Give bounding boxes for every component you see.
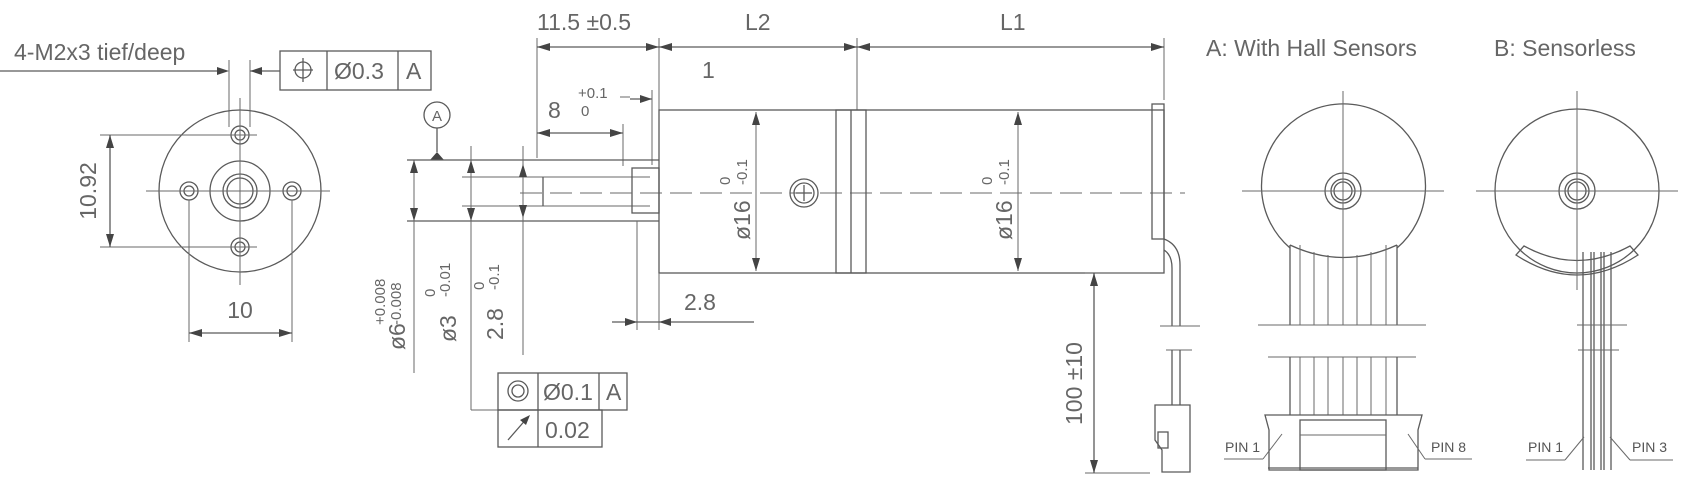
- runout-value: 0.02: [545, 417, 590, 443]
- dim-step: 2.8: [684, 289, 716, 315]
- front-view: 4-M2x3 tief/deep Ø0.3 A: [0, 39, 432, 342]
- dim-gearbox-dia: ø16: [729, 200, 755, 240]
- dim-d3: ø3: [435, 315, 461, 342]
- dim-l1: L1: [1000, 9, 1026, 35]
- position-tolerance-datum: A: [406, 58, 422, 84]
- thread-note: 4-M2x3 tief/deep: [14, 39, 185, 65]
- title-sensorless: B: Sensorless: [1494, 35, 1636, 61]
- hall-connector: [1264, 414, 1423, 471]
- dim-collar: 1: [702, 57, 715, 83]
- dim-gearbox-tol-upper: 0: [717, 177, 734, 185]
- sensorless-pin-3-label: PIN 3: [1632, 439, 1667, 455]
- dim-d3-tol-upper: 0: [422, 289, 439, 297]
- hall-wire-bundle: [1258, 245, 1426, 415]
- sensorless-wires: [1577, 252, 1627, 470]
- dim-l2: L2: [745, 9, 771, 35]
- dim-flat-length: 8: [548, 97, 561, 123]
- hall-pin-8-label: PIN 8: [1431, 439, 1466, 455]
- position-tolerance-value: Ø0.3: [334, 58, 384, 84]
- dim-lead-length: 100 ±10: [1061, 342, 1087, 425]
- datum-a-label: A: [432, 108, 442, 125]
- dim-motor-dia: ø16: [991, 200, 1017, 240]
- dim-flat: 2.8: [482, 308, 508, 340]
- dim-flat-tol-lower: -0.1: [486, 264, 503, 290]
- sensorless-pin-1-label: PIN 1: [1528, 439, 1563, 455]
- position-icon: [293, 58, 313, 82]
- concentricity-datum: A: [606, 379, 622, 405]
- dim-hole-spacing-vertical: 10.92: [75, 162, 101, 220]
- dim-d6-tol-lower: -0.008: [388, 282, 405, 325]
- concentricity-value: Ø0.1: [543, 379, 593, 405]
- rear-view-sensorless: B: Sensorless PIN 1 PIN 3: [1476, 35, 1678, 470]
- hall-pin-1-label: PIN 1: [1225, 439, 1260, 455]
- title-hall-sensors: A: With Hall Sensors: [1206, 35, 1417, 61]
- dim-d6-tol-upper: +0.008: [372, 279, 389, 325]
- screw-icon: [789, 178, 819, 208]
- dim-flat-length-tol-upper: +0.1: [578, 85, 608, 102]
- dim-shaft-length: 11.5 ±0.5: [537, 9, 631, 35]
- position-tolerance-frame: Ø0.3 A: [279, 50, 432, 91]
- dim-gearbox-tol-lower: -0.1: [734, 159, 751, 185]
- dim-motor-tol-upper: 0: [979, 177, 996, 185]
- lead-wire: [1163, 238, 1181, 326]
- concentricity-icon: [507, 380, 529, 402]
- dim-flat-length-tol-lower: 0: [581, 103, 589, 120]
- rear-view-hall: A: With Hall Sensors PIN 1 PIN 8: [1206, 35, 1472, 471]
- dim-hole-spacing-horizontal: 10: [227, 297, 253, 323]
- connector-side: [1154, 404, 1191, 473]
- geometric-tolerance-frame: Ø0.1 A 0.02: [497, 372, 628, 448]
- runout-icon: [507, 415, 530, 441]
- dim-d6: ø6: [384, 323, 410, 350]
- motor-body: [658, 109, 1165, 274]
- side-view: 11.5 ±0.5 L2 L1 1 8 +0.1 0 A: [372, 9, 1200, 474]
- dim-d3-tol-lower: -0.01: [437, 263, 454, 297]
- dim-flat-tol-upper: 0: [471, 282, 488, 290]
- dim-motor-tol-lower: -0.1: [996, 159, 1013, 185]
